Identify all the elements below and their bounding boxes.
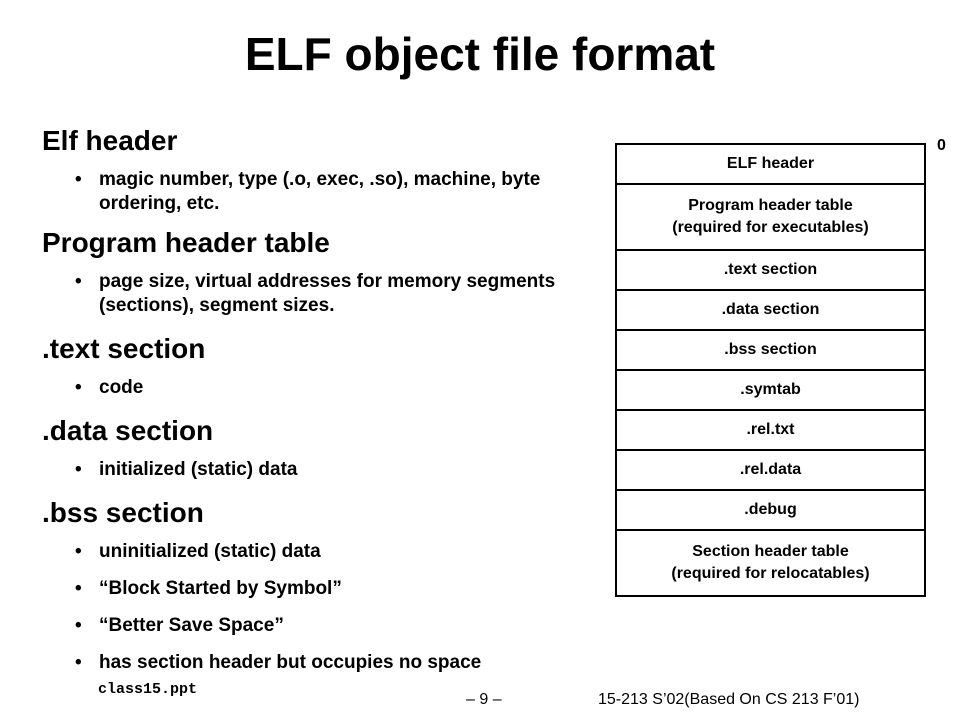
- elf-layout-diagram: ELF header Program header table (require…: [615, 143, 926, 597]
- section-heading-bss-section: .bss section: [42, 497, 204, 528]
- elf-row-debug: .debug: [615, 491, 926, 531]
- footer-page-number: – 9 –: [466, 691, 502, 708]
- bullet-item: “Better Save Space”: [42, 614, 602, 638]
- elf-row-text-section: .text section: [615, 251, 926, 291]
- bullet-item: code: [42, 376, 602, 400]
- bullet-item: magic number, type (.o, exec, .so), mach…: [42, 168, 602, 216]
- bullet-item: “Block Started by Symbol”: [42, 577, 602, 601]
- section-heading-text-section: .text section: [42, 333, 206, 364]
- content-outline: Elf header magic number, type (.o, exec,…: [42, 122, 602, 675]
- bullet-list-text-section: code: [42, 376, 602, 400]
- bullet-item: uninitialized (static) data: [42, 540, 602, 564]
- bullet-item: has section header but occupies no space: [42, 651, 602, 675]
- bullet-item: initialized (static) data: [42, 458, 602, 482]
- section-heading-program-header-table: Program header table: [42, 227, 330, 258]
- elf-row-data-section: .data section: [615, 291, 926, 331]
- footer-course-label: 15-213 S’02(Based On CS 213 F’01): [598, 691, 860, 708]
- elf-row-program-header-table: Program header table (required for execu…: [615, 185, 926, 251]
- bullet-list-elf-header: magic number, type (.o, exec, .so), mach…: [42, 168, 602, 216]
- elf-row-bss-section: .bss section: [615, 331, 926, 371]
- bullet-list-program-header-table: page size, virtual addresses for memory …: [42, 270, 602, 318]
- bullet-item: page size, virtual addresses for memory …: [42, 270, 602, 318]
- elf-row-rel-txt: .rel.txt: [615, 411, 926, 451]
- elf-row-elf-header: ELF header: [615, 143, 926, 185]
- footer-filename: class15.ppt: [98, 681, 198, 698]
- bullet-list-bss-section: uninitialized (static) data “Block Start…: [42, 540, 602, 675]
- slide-title: ELF object file format: [244, 28, 716, 80]
- bullet-list-data-section: initialized (static) data: [42, 458, 602, 482]
- section-heading-data-section: .data section: [42, 415, 214, 446]
- elf-row-rel-data: .rel.data: [615, 451, 926, 491]
- file-offset-zero-label: 0: [937, 137, 946, 154]
- elf-row-section-header-table: Section header table (required for reloc…: [615, 531, 926, 597]
- section-heading-elf-header: Elf header: [42, 125, 178, 156]
- elf-row-symtab: .symtab: [615, 371, 926, 411]
